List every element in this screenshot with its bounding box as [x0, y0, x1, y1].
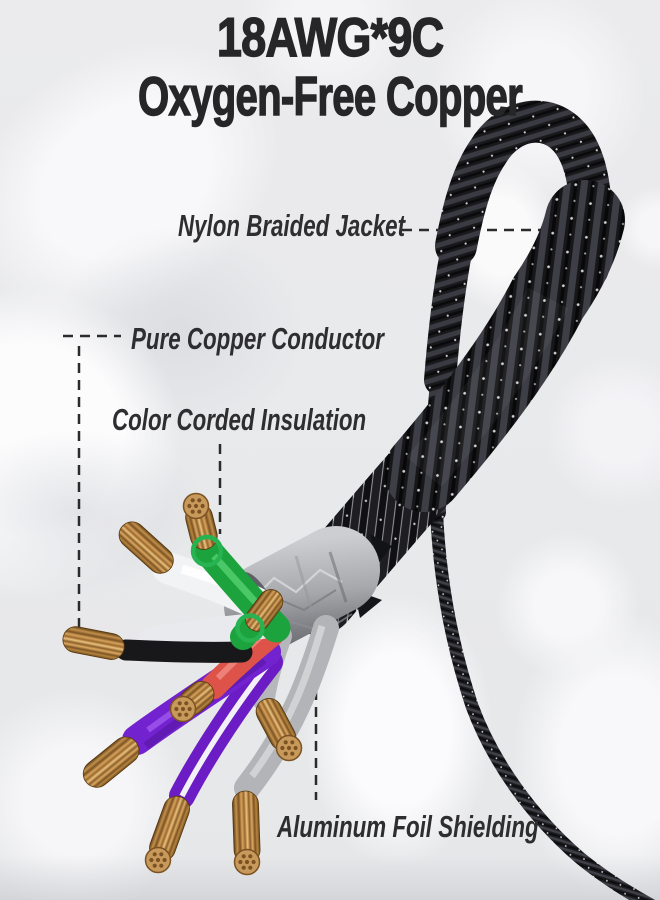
cable-tail	[429, 491, 656, 900]
copper-tip-white-wire	[118, 521, 174, 574]
copper-tip-black-wire	[62, 626, 125, 660]
green-collar	[235, 613, 265, 643]
label-pure-copper-conductor: Pure Copper Conductor	[131, 321, 384, 356]
page-title: 18AWG*9C Oxygen-Free Copper	[0, 6, 660, 127]
copper-tip-green-wire	[245, 589, 284, 632]
color-corded-wires	[62, 492, 339, 876]
copper-tip-purple-wire	[82, 736, 140, 788]
title-line-2: Oxygen-Free Copper	[137, 65, 523, 127]
label-color-corded-insulation: Color Corded Insulation	[112, 402, 367, 437]
label-aluminum-foil-shielding: Aluminum Foil Shielding	[277, 809, 539, 844]
green-collar	[190, 534, 224, 568]
label-nylon-braided-jacket: Nylon Braided Jacket	[178, 208, 406, 243]
title-line-1: 18AWG*9C	[216, 6, 445, 68]
leader-pure-copper-conductor	[63, 334, 121, 633]
white-stripe	[179, 660, 273, 798]
black-wire	[115, 639, 253, 663]
